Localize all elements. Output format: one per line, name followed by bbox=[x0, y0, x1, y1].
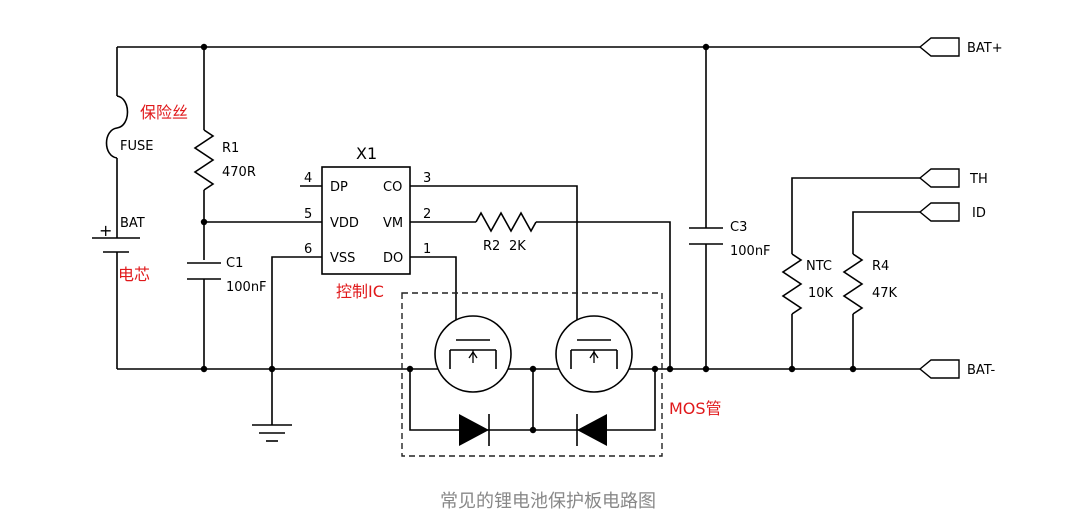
pin5-number: 5 bbox=[304, 207, 312, 222]
ic-name: X1 bbox=[356, 144, 377, 163]
ground-symbol bbox=[252, 424, 292, 442]
bat-plus-terminal bbox=[918, 37, 960, 57]
bat-label: BAT bbox=[120, 216, 145, 231]
r2-resistor bbox=[410, 211, 671, 369]
r1-value: 470R bbox=[222, 165, 256, 180]
c3-value: 100nF bbox=[730, 244, 771, 259]
bat-plus-sign: + bbox=[99, 221, 112, 240]
id-label: ID bbox=[972, 206, 986, 221]
r2-value: 2K bbox=[509, 239, 526, 254]
pin3-number: 3 bbox=[423, 171, 431, 186]
ntc-thermistor bbox=[781, 177, 920, 369]
r1-name: R1 bbox=[222, 141, 239, 156]
th-terminal bbox=[918, 168, 960, 188]
pin4-name: DP bbox=[330, 180, 348, 195]
right-diode bbox=[576, 414, 607, 446]
fuse-cn-label: 保险丝 bbox=[140, 103, 188, 122]
c1-name: C1 bbox=[226, 256, 243, 271]
pin6-number: 6 bbox=[304, 242, 312, 257]
c3-capacitor bbox=[689, 47, 723, 369]
ntc-value: 10K bbox=[808, 286, 834, 301]
pin2-name: VM bbox=[383, 216, 403, 231]
id-terminal bbox=[918, 202, 960, 222]
fuse-symbol bbox=[105, 47, 129, 226]
mos-cn-label: MOS管 bbox=[669, 399, 722, 418]
junction-dots bbox=[200, 43, 857, 434]
co-wire bbox=[410, 185, 578, 340]
pin2-number: 2 bbox=[423, 207, 431, 222]
battery-cell-symbol bbox=[92, 226, 140, 369]
pin5-name: VDD bbox=[330, 216, 359, 231]
r2-name: R2 bbox=[483, 239, 500, 254]
pin1-name: DO bbox=[383, 251, 403, 266]
left-diode bbox=[459, 414, 490, 446]
figure-caption: 常见的锂电池保护板电路图 bbox=[440, 491, 656, 512]
th-label: TH bbox=[969, 172, 988, 187]
c1-capacitor bbox=[187, 262, 221, 369]
do-wire bbox=[410, 256, 457, 340]
mos-dashed-box bbox=[401, 292, 663, 457]
left-mosfet bbox=[434, 315, 512, 393]
bat-minus-label: BAT- bbox=[967, 363, 996, 378]
c3-name: C3 bbox=[730, 220, 747, 235]
pin6-name: VSS bbox=[330, 251, 355, 266]
ic-cn-label: 控制IC bbox=[336, 282, 384, 301]
c1-value: 100nF bbox=[226, 280, 267, 295]
ntc-name: NTC bbox=[806, 259, 832, 274]
r4-value: 47K bbox=[872, 286, 898, 301]
bat-minus-terminal bbox=[918, 359, 960, 379]
pin3-name: CO bbox=[383, 180, 402, 195]
right-mosfet bbox=[555, 315, 633, 393]
fuse-label: FUSE bbox=[120, 139, 153, 154]
r1-resistor bbox=[193, 47, 215, 260]
r4-name: R4 bbox=[872, 259, 889, 274]
ic-body bbox=[321, 166, 411, 275]
bat-plus-label: BAT+ bbox=[967, 41, 1003, 56]
r4-resistor bbox=[842, 211, 920, 369]
vss-wire bbox=[271, 256, 322, 425]
pin4-number: 4 bbox=[304, 171, 312, 186]
pin1-number: 1 bbox=[423, 242, 431, 257]
cell-cn-label: 电芯 bbox=[118, 265, 150, 284]
